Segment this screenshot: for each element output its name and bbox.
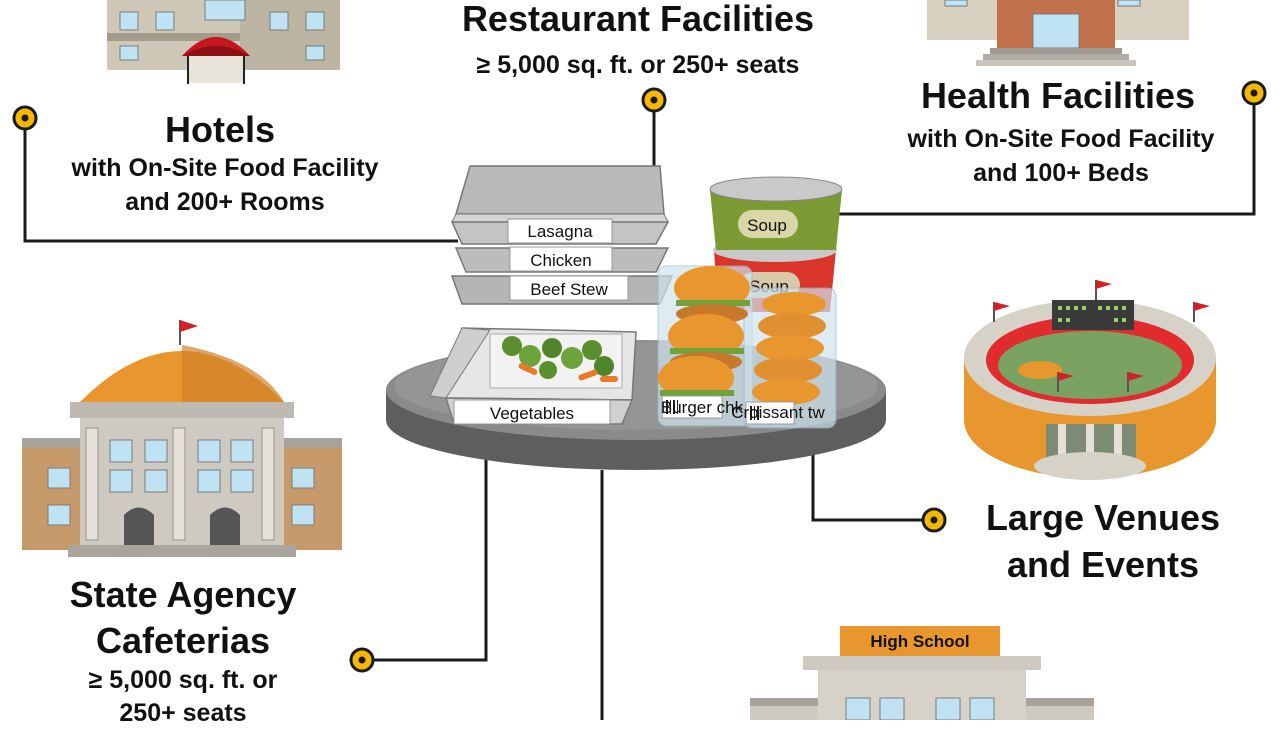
hotels-subtitle-line1: with On-Site Food Facility bbox=[71, 154, 379, 182]
hotel-building-icon bbox=[107, 0, 340, 84]
connector-hotels bbox=[23, 118, 458, 243]
venues-title-line1: Large Venues bbox=[985, 497, 1221, 538]
high-school-building-icon: High School bbox=[750, 626, 1094, 720]
soup-label-1: Soup bbox=[747, 216, 787, 235]
vegetables-icon bbox=[502, 336, 618, 382]
state-subtitle-line2: 250+ seats bbox=[119, 699, 247, 727]
burger-icon bbox=[658, 266, 750, 400]
tray-label-chicken: Chicken bbox=[530, 251, 591, 270]
tray-label-vegetables: Vegetables bbox=[490, 404, 574, 423]
tray-label-lasagna: Lasagna bbox=[527, 222, 593, 241]
connector-lines bbox=[23, 93, 1256, 720]
restaurant-title: Restaurant Facilities bbox=[461, 0, 815, 39]
state-title-line1: State Agency bbox=[69, 574, 297, 615]
health-subtitle-line2: and 100+ Beds bbox=[973, 159, 1149, 187]
tray-label-beef-stew: Beef Stew bbox=[530, 280, 608, 299]
food-tray-stack: Lasagna Chicken Beef Stew Vegetables bbox=[429, 165, 674, 425]
connector-state bbox=[362, 458, 488, 662]
sandwich-packs: Burger chk Croissant tw bbox=[657, 265, 837, 429]
venues-title-line2: and Events bbox=[1006, 544, 1200, 585]
health-title: Health Facilities bbox=[920, 75, 1196, 116]
hotels-subtitle-line2: and 200+ Rooms bbox=[125, 188, 325, 216]
stadium-icon bbox=[964, 280, 1216, 480]
state-subtitle-line1: ≥ 5,000 sq. ft. or bbox=[88, 666, 278, 694]
hospital-building-icon bbox=[927, 0, 1189, 66]
high-school-sign: High School bbox=[870, 632, 969, 651]
connector-dots bbox=[12, 80, 1267, 673]
sandwich-label-croissant: Croissant tw bbox=[731, 403, 825, 422]
state-title-line2: Cafeterias bbox=[95, 620, 271, 661]
hotels-title: Hotels bbox=[164, 109, 276, 150]
health-subtitle-line1: with On-Site Food Facility bbox=[907, 125, 1215, 153]
sandwich-label-burger: Burger chk bbox=[661, 398, 744, 417]
croissant-icon bbox=[752, 292, 826, 405]
connector-health bbox=[838, 93, 1256, 216]
restaurant-subtitle: ≥ 5,000 sq. ft. or 250+ seats bbox=[476, 51, 800, 79]
capitol-building-icon bbox=[22, 320, 342, 557]
connector-venues bbox=[811, 445, 934, 522]
